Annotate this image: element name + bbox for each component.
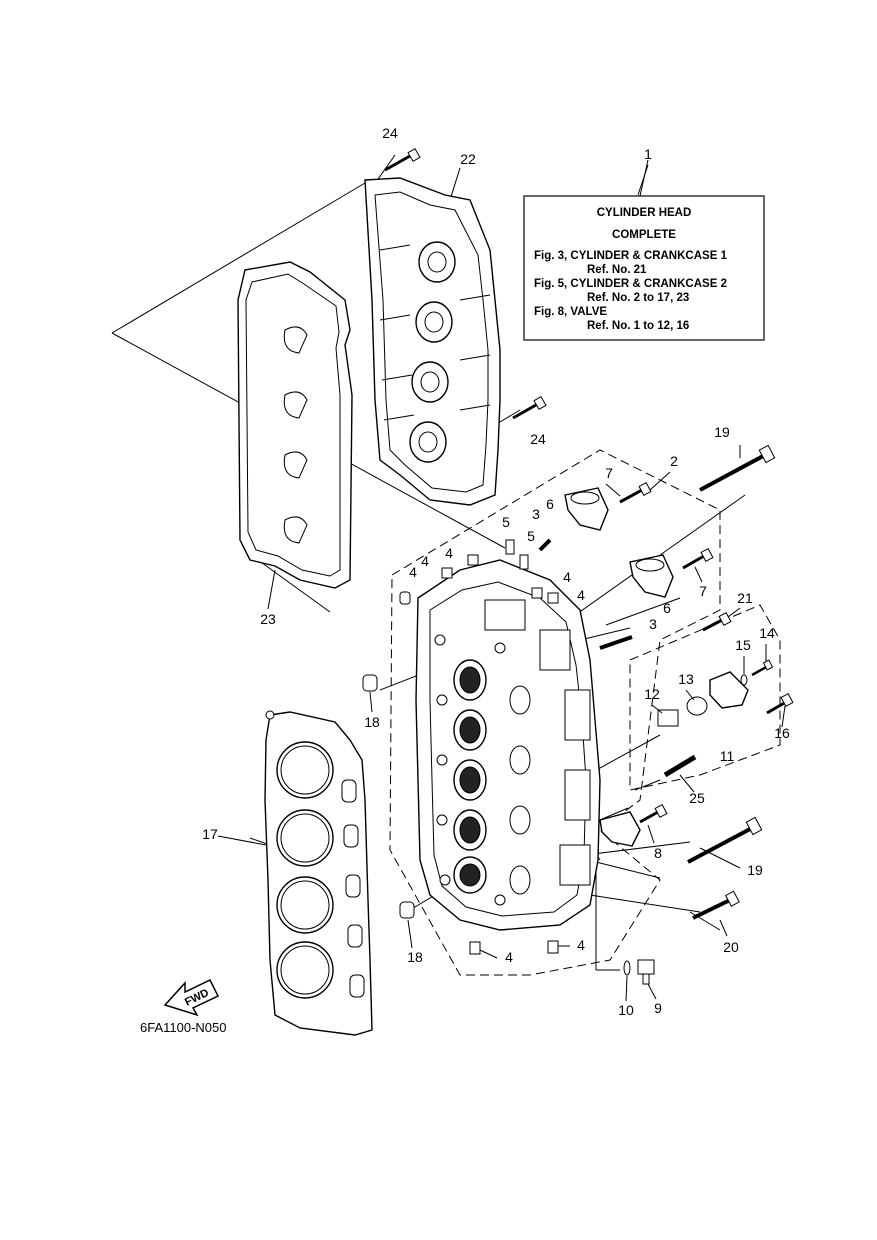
callout-4-e: 4 [577, 587, 585, 603]
reference-legend-box: CYLINDER HEAD COMPLETE Fig. 3, CYLINDER … [523, 159, 765, 341]
callout-7-lower: 7 [699, 583, 707, 599]
callout-24-side: 24 [530, 431, 546, 447]
dowels-18 [362, 674, 415, 919]
callout-13: 13 [678, 671, 694, 687]
pins-3 [538, 538, 633, 650]
legend-line-4: Ref. No. 21 [587, 264, 647, 276]
callout-5-a: 5 [502, 514, 510, 530]
bolt-21 [702, 612, 732, 632]
callout-leaders [217, 445, 786, 1002]
head-bolt-holes [434, 634, 506, 906]
legend-line-8: Ref. No. 1 to 12, 16 [587, 320, 689, 332]
drain-bolt-9 [637, 959, 655, 985]
bolt-16 [766, 693, 794, 715]
legend-line-2: COMPLETE [612, 229, 676, 241]
callout-19-upper: 19 [714, 424, 730, 440]
callout-24-top: 24 [382, 125, 398, 141]
callout-9: 9 [654, 1000, 662, 1016]
head-cover [364, 177, 501, 506]
callout-3-lower: 3 [649, 616, 657, 632]
o-ring-15 [740, 674, 748, 686]
gasket-water-passages [341, 779, 365, 998]
bolt-24-side [512, 395, 547, 420]
cylinder-head [415, 559, 601, 931]
callout-1: 1 [644, 146, 652, 162]
cylinder-bores [276, 741, 334, 999]
bolt-20 [692, 890, 740, 920]
callout-4-b: 4 [421, 553, 429, 569]
callout-18-lower: 18 [407, 949, 423, 965]
callout-25: 25 [689, 790, 705, 806]
dowels-5 [505, 539, 529, 570]
legend-line-7: Fig. 8, VALVE [534, 306, 607, 318]
callout-21: 21 [737, 590, 753, 606]
callout-10: 10 [618, 1002, 634, 1018]
bolt-19-lower [687, 816, 763, 864]
head-cover-gasket [237, 261, 353, 589]
callout-22: 22 [460, 151, 476, 167]
forward-direction-arrow: FWD [163, 979, 220, 1017]
callout-12: 12 [644, 686, 660, 702]
callout-23: 23 [260, 611, 276, 627]
legend-line-1: CYLINDER HEAD [597, 207, 692, 219]
washer-10 [623, 960, 631, 976]
callout-2: 2 [670, 453, 678, 469]
spark-plug-25 [663, 754, 697, 778]
camshaft-cap-8 [599, 811, 641, 847]
callout-11: 11 [720, 748, 735, 764]
camshaft-cap-upper [564, 487, 609, 531]
drawing-code: 6FA1100-N050 [140, 1020, 227, 1035]
callout-6-upper: 6 [546, 496, 554, 512]
legend-line-3: Fig. 3, CYLINDER & CRANKCASE 1 [534, 250, 728, 262]
callout-17: 17 [202, 826, 218, 842]
callout-4-d: 4 [563, 569, 571, 585]
camshaft-cap-lower [629, 554, 674, 598]
cylinder-head-gasket [264, 710, 373, 1036]
plugs-4 [399, 554, 559, 955]
callout-7-upper: 7 [605, 465, 613, 481]
bolt-7-upper [619, 482, 652, 504]
callouts: 1 24 22 24 19 2 7 6 3 5 5 4 4 4 4 4 7 6 … [202, 125, 790, 1018]
camshaft-journals [484, 599, 591, 886]
bolt-19-upper [699, 444, 776, 492]
callout-4-f: 4 [505, 949, 513, 965]
callout-8: 8 [654, 845, 662, 861]
cam-sensor-assembly [657, 671, 749, 727]
callout-4-g: 4 [577, 937, 585, 953]
callout-5-b: 5 [527, 528, 535, 544]
callout-14: 14 [759, 625, 775, 641]
callout-15: 15 [735, 637, 751, 653]
combustion-chambers [453, 659, 487, 894]
callout-16: 16 [774, 725, 790, 741]
callout-4-a: 4 [445, 545, 453, 561]
callout-4-c: 4 [409, 564, 417, 580]
exhaust-ports [509, 685, 531, 895]
callout-18-upper: 18 [364, 714, 380, 730]
callout-6-lower: 6 [663, 600, 671, 616]
callout-20: 20 [723, 939, 739, 955]
callout-19-lower: 19 [747, 862, 763, 878]
bolt-8 [639, 804, 668, 824]
legend-line-6: Ref. No. 2 to 17, 23 [587, 292, 689, 304]
spark-plug-wells [409, 241, 456, 463]
callout-3-upper: 3 [532, 506, 540, 522]
dashed-group-outlines [389, 449, 781, 976]
legend-line-5: Fig. 5, CYLINDER & CRANKCASE 2 [534, 278, 727, 290]
bolt-14 [751, 659, 774, 677]
bolt-24-top [384, 147, 421, 172]
bolt-7-lower [682, 548, 714, 570]
